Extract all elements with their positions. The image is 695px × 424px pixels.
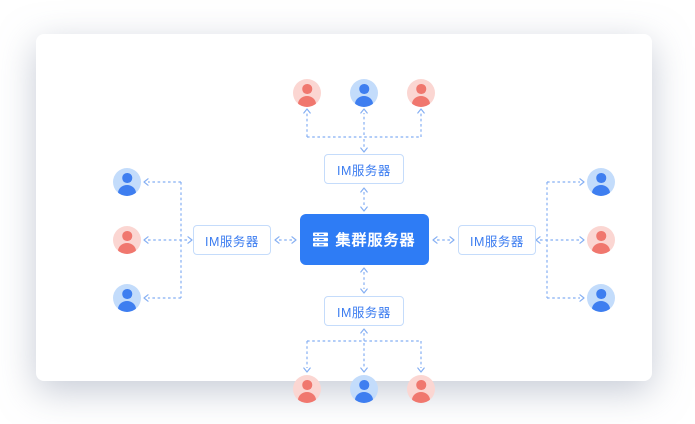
person-head-icon	[596, 289, 606, 299]
im-server-label: IM服务器	[205, 234, 259, 249]
im-server-node-right: IM服务器	[458, 225, 536, 255]
person-body-icon	[592, 242, 610, 254]
im-server-node-top: IM服务器	[324, 154, 404, 184]
person-head-icon	[122, 231, 132, 241]
person-body-icon	[592, 184, 610, 196]
im-server-label: IM服务器	[337, 305, 391, 320]
user-avatar-blue	[350, 79, 378, 107]
user-avatar-blue	[113, 168, 141, 196]
person-body-icon	[412, 391, 430, 403]
person-head-icon	[596, 231, 606, 241]
im-server-label: IM服务器	[470, 234, 524, 249]
user-group-right	[587, 168, 615, 312]
person-body-icon	[298, 95, 316, 107]
person-body-icon	[355, 391, 373, 403]
person-body-icon	[298, 391, 316, 403]
person-body-icon	[118, 300, 136, 312]
person-head-icon	[302, 380, 312, 390]
person-head-icon	[359, 84, 369, 94]
person-body-icon	[118, 184, 136, 196]
im-server-node-bottom: IM服务器	[324, 296, 404, 326]
user-avatar-blue	[350, 375, 378, 403]
person-head-icon	[122, 289, 132, 299]
server-stack-icon	[313, 232, 329, 247]
person-head-icon	[359, 380, 369, 390]
user-avatar-red	[113, 226, 141, 254]
im-server-label: IM服务器	[337, 163, 391, 178]
user-avatar-red	[587, 226, 615, 254]
user-avatar-red	[407, 375, 435, 403]
user-avatar-red	[407, 79, 435, 107]
im-server-node-left: IM服务器	[193, 225, 271, 255]
cluster-server-node: 集群服务器	[300, 214, 429, 265]
user-avatar-blue	[587, 284, 615, 312]
person-head-icon	[416, 84, 426, 94]
person-head-icon	[416, 380, 426, 390]
user-avatar-red	[293, 79, 321, 107]
user-avatar-blue	[587, 168, 615, 196]
cluster-server-label: 集群服务器	[335, 232, 416, 249]
diagram-card: 集群服务器 IM服务器 IM服务器 IM服务器 IM服务器	[36, 34, 652, 403]
user-avatar-red	[293, 375, 321, 403]
person-head-icon	[122, 173, 132, 183]
person-head-icon	[596, 173, 606, 183]
user-avatar-blue	[113, 284, 141, 312]
user-group-bottom	[293, 375, 435, 403]
person-body-icon	[118, 242, 136, 254]
person-body-icon	[412, 95, 430, 107]
user-group-left	[113, 168, 141, 312]
person-body-icon	[592, 300, 610, 312]
person-body-icon	[355, 95, 373, 107]
person-head-icon	[302, 84, 312, 94]
user-group-top	[293, 79, 435, 107]
